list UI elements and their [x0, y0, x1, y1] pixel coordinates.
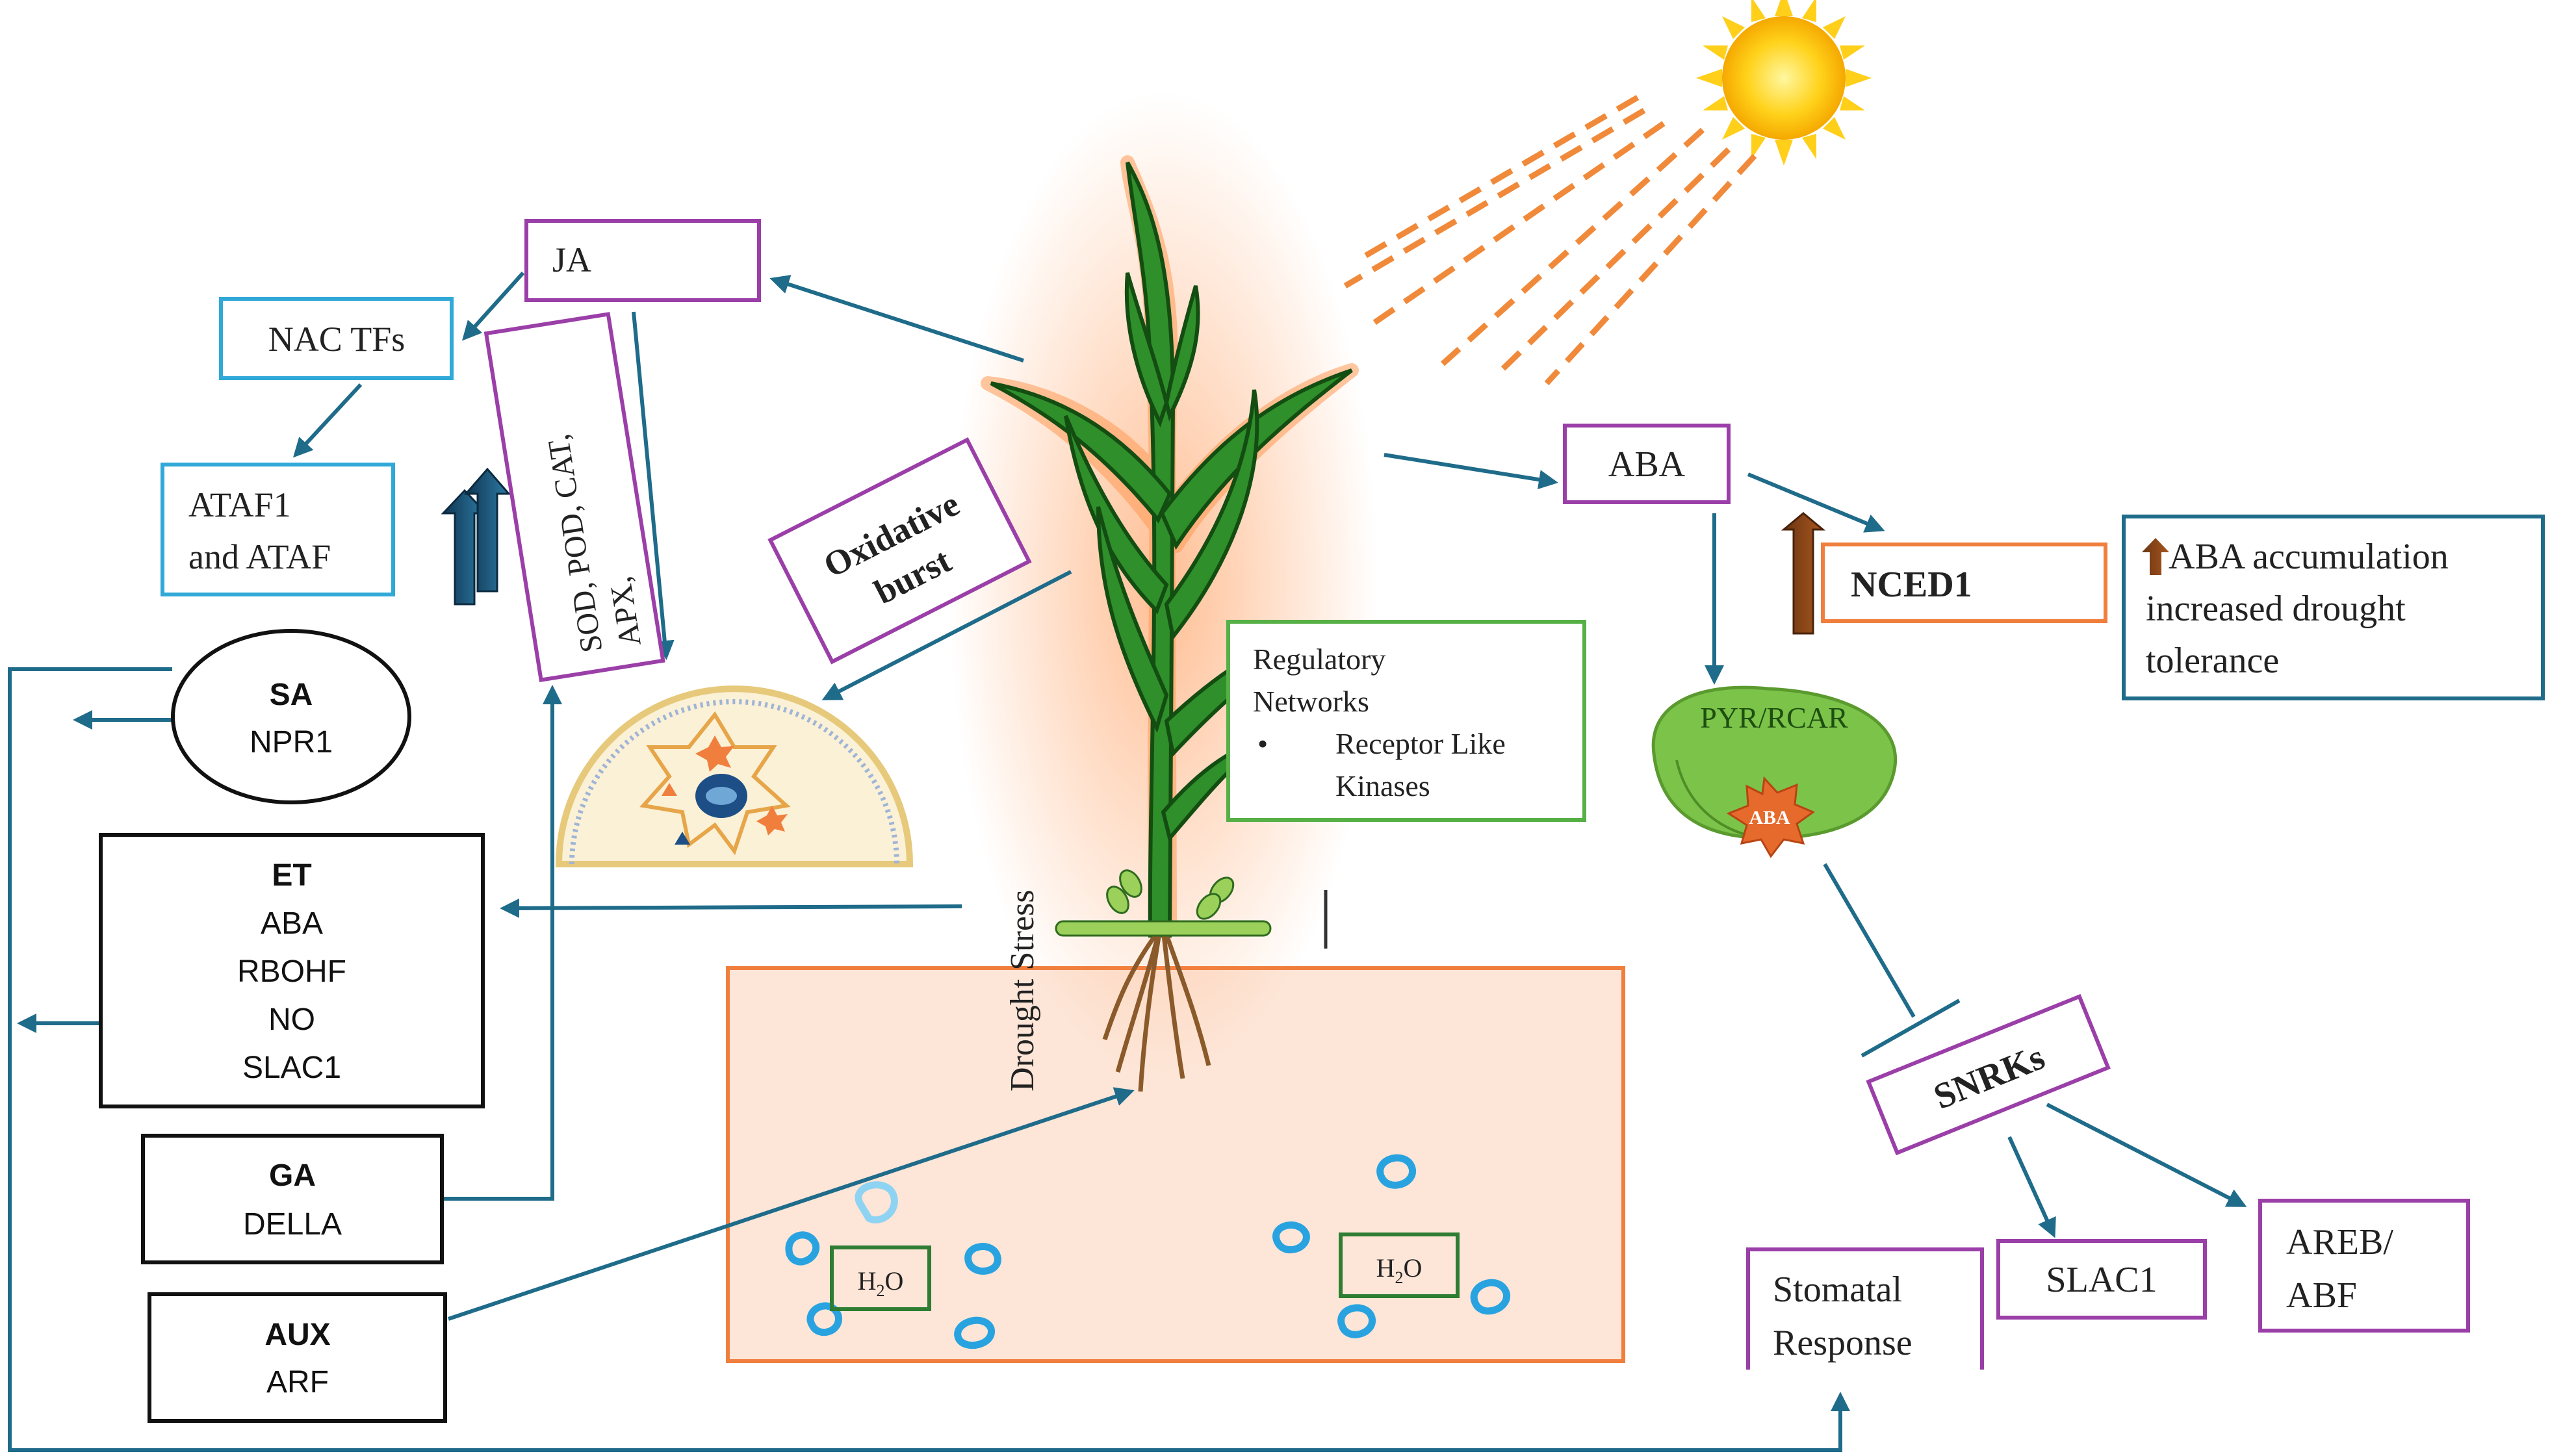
svg-text:ET: ET: [272, 858, 311, 893]
svg-text:RBOHF: RBOHF: [237, 954, 346, 989]
svg-text:Kinases: Kinases: [1335, 769, 1430, 802]
h2o-right-box: H2O: [1339, 1232, 1460, 1298]
ja-box: JA: [524, 219, 761, 302]
nac-tfs-box: NAC TFs: [219, 297, 454, 380]
svg-text:increased drought: increased drought: [2146, 589, 2406, 629]
aba-accumulation-box: ABA accumulation increased drought toler…: [2122, 515, 2545, 700]
svg-text:ABA: ABA: [1749, 807, 1790, 828]
svg-text:JA: JA: [552, 240, 591, 279]
snrks-box: SNRKs: [1866, 993, 2111, 1156]
slac1-box: SLAC1: [1996, 1239, 2207, 1320]
svg-text:NAC TFs: NAC TFs: [268, 320, 406, 359]
drought-stress-label: Drought Stress: [1004, 889, 1041, 1092]
svg-text:NPR1: NPR1: [250, 725, 333, 760]
svg-text:SLAC1: SLAC1: [242, 1051, 341, 1085]
pyr-rcar-receptor-icon: PYR/RCAR ABA: [1651, 685, 1898, 858]
svg-text:SA: SA: [270, 678, 313, 712]
et-box: ET ABA RBOHF NO SLAC1: [99, 833, 485, 1108]
water-droplet-icons: [785, 1154, 1510, 1349]
cell-icon: [555, 685, 914, 867]
areb-abf-box: AREB/ ABF: [2258, 1199, 2470, 1333]
aux-box: AUX ARF: [148, 1292, 447, 1423]
svg-text:Stomatal: Stomatal: [1773, 1270, 1902, 1310]
sun-icon: [1696, 0, 1872, 166]
svg-text:H2O: H2O: [858, 1266, 904, 1300]
ga-box: GA DELLA: [141, 1134, 444, 1264]
svg-text:Regulatory: Regulatory: [1253, 643, 1385, 676]
sun-rays: [1343, 95, 1757, 386]
svg-text:H2O: H2O: [1376, 1253, 1423, 1287]
svg-text:ABF: ABF: [2286, 1275, 2357, 1316]
svg-text:AREB/: AREB/: [2286, 1222, 2393, 1262]
nced1-box: NCED1: [1821, 543, 2107, 623]
svg-text:DELLA: DELLA: [243, 1207, 342, 1242]
svg-text:SLAC1: SLAC1: [2046, 1260, 2157, 1300]
svg-text:AUX: AUX: [264, 1318, 330, 1352]
svg-text:GA: GA: [269, 1158, 316, 1193]
svg-text:ABA: ABA: [1608, 444, 1686, 485]
svg-text:NO: NO: [268, 1003, 315, 1037]
increase-arrows-icon: [441, 467, 511, 606]
h2o-left-box: H2O: [830, 1245, 931, 1311]
connector-arrows: [8, 271, 2247, 1452]
svg-text:•: •: [1257, 727, 1268, 760]
svg-text:and ATAF: and ATAF: [188, 537, 331, 576]
regulatory-networks-box: Regulatory Networks • Receptor Like Kina…: [1226, 620, 1586, 822]
inhibition-line: [1823, 863, 1961, 1058]
stomatal-response-box: Stomatal Response: [1746, 1247, 1984, 1370]
svg-text:ABA: ABA: [261, 906, 323, 941]
nced1-up-arrow-icon: [1781, 512, 1826, 635]
svg-text:tolerance: tolerance: [2146, 641, 2279, 681]
plant-icon: [949, 91, 1378, 1092]
svg-text:Response: Response: [1773, 1323, 1912, 1363]
svg-text:Receptor Like: Receptor Like: [1335, 727, 1506, 760]
aba-box: ABA: [1563, 424, 1731, 504]
svg-text:PYR/RCAR: PYR/RCAR: [1700, 701, 1848, 734]
svg-text:Networks: Networks: [1253, 685, 1369, 718]
aba-accumulation-up-arrow-icon: [2142, 538, 2169, 575]
svg-text:ARF: ARF: [266, 1365, 329, 1399]
ground-line: [1055, 920, 1272, 937]
oxidative-burst-box: Oxidative burst: [767, 437, 1032, 665]
svg-text:ABA accumulation: ABA accumulation: [2169, 537, 2449, 577]
svg-text:NCED1: NCED1: [1851, 565, 1972, 605]
ataf-box: ATAF1 and ATAF: [161, 463, 395, 596]
svg-text:ATAF1: ATAF1: [188, 485, 291, 524]
antioxidants-box: SOD, POD, CAT, APX,: [483, 312, 665, 683]
sa-ellipse: SA NPR1: [171, 629, 411, 804]
